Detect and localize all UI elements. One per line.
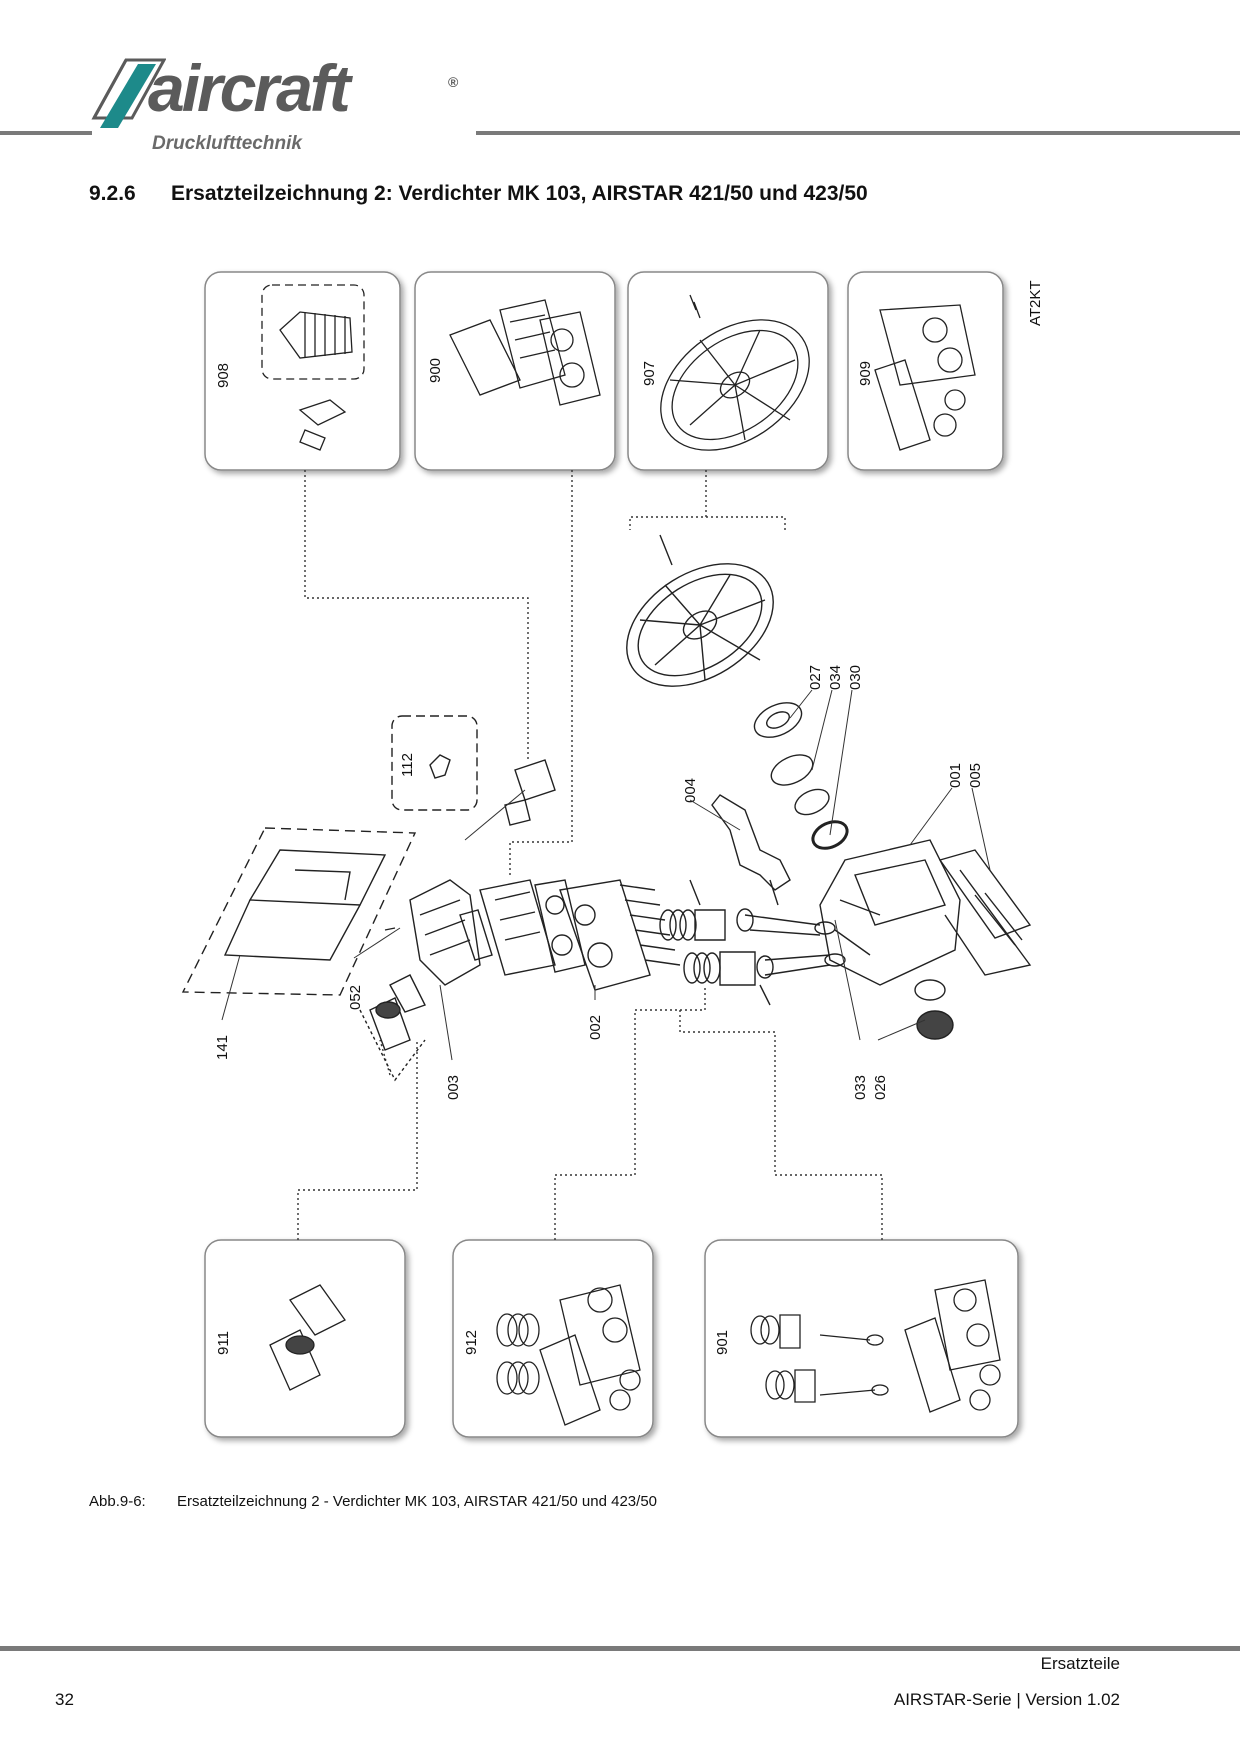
valve-plate-drawing — [459, 879, 586, 976]
kit-label-900: 900 — [427, 358, 444, 383]
part-label-002: 002 — [587, 1015, 604, 1040]
piston-ring-drawing-kit — [496, 1284, 641, 1426]
exploded-parts-drawing: AT2KT 908 900 907 909 911 912 901 112 02… — [181, 271, 1044, 1438]
logo-tagline: Drucklufttechnik — [152, 133, 302, 154]
kit-box-907 — [627, 271, 829, 471]
header-rule-right — [476, 131, 1240, 135]
logo-mark-icon — [91, 58, 166, 128]
pulley-drawing — [626, 534, 774, 687]
kit-label-908: 908 — [215, 363, 232, 388]
header-rule-left — [0, 131, 92, 135]
kit-label-909: 909 — [857, 361, 874, 386]
filter-drawing — [261, 284, 365, 451]
kit-connector-lines — [297, 470, 883, 1240]
head-gasket-drawing — [449, 299, 601, 406]
part-label-141: 141 — [214, 1035, 231, 1060]
part-label-004: 004 — [682, 778, 699, 803]
kit-box-908 — [204, 271, 401, 471]
part-label-026: 026 — [872, 1075, 889, 1100]
cylinder-head-drawing — [384, 879, 481, 986]
footer-page-number: 32 — [55, 1690, 74, 1709]
aircraft-logo: aircraft ® Drucklufttechnik — [86, 51, 486, 156]
part-label-001: 001 — [947, 763, 964, 788]
piston-drawing — [659, 879, 771, 1006]
flange-drawing — [504, 759, 556, 826]
kit-label-907: 907 — [641, 361, 658, 386]
kit-label-901: 901 — [714, 1330, 731, 1355]
valve-block-drawing — [359, 974, 426, 1082]
figure-caption-label: Abb.9-6: — [89, 1493, 146, 1510]
drawing-code-label: AT2KT — [1027, 280, 1044, 326]
kit-label-911: 911 — [215, 1331, 232, 1355]
section-title-text: Ersatzteilzeichnung 2: Verdichter MK 103… — [171, 182, 868, 205]
part-112-drawing — [391, 715, 478, 811]
logo-registered-mark: ® — [448, 74, 459, 90]
crankshaft-drawing — [711, 794, 791, 906]
figure-caption: Abb.9-6: Ersatzteilzeichnung 2 - Verdicht… — [89, 1493, 657, 1510]
part-label-030: 030 — [847, 665, 864, 690]
kit-label-912: 912 — [463, 1330, 480, 1355]
valve-gasket-drawing — [874, 304, 976, 451]
part-label-052: 052 — [347, 985, 364, 1010]
leader-lines — [221, 689, 991, 1061]
footer-rule — [0, 1646, 1240, 1651]
part-label-112: 112 — [399, 753, 416, 777]
kit-box-909 — [847, 271, 1004, 471]
belt-guard-drawing — [181, 827, 417, 996]
pulley-drawing-kit — [660, 294, 810, 451]
section-number: 9.2.6 — [89, 182, 136, 205]
figure-caption-text: Ersatzteilzeichnung 2 - Verdichter MK 10… — [177, 1493, 657, 1510]
part-label-003: 003 — [445, 1075, 462, 1100]
part-label-033: 033 — [852, 1075, 869, 1100]
part-label-034: 034 — [827, 665, 844, 690]
part-label-027: 027 — [807, 665, 824, 690]
piston-set-drawing-kit — [750, 1279, 1001, 1413]
logo-wordmark: aircraft — [148, 51, 351, 125]
valve-block-drawing-kit — [269, 1284, 346, 1391]
bearing-parts-drawing — [753, 702, 849, 850]
crankcase-drawing — [819, 839, 1032, 1040]
connecting-rod-drawing — [736, 908, 846, 979]
footer-series-version: AIRSTAR-Serie | Version 1.02 — [893, 1690, 1120, 1709]
section-title: 9.2.6 Ersatzteilzeichnung 2: Verdichter M… — [89, 182, 868, 206]
part-label-005: 005 — [967, 763, 984, 788]
footer-section-name: Ersatzteile — [1040, 1654, 1120, 1673]
